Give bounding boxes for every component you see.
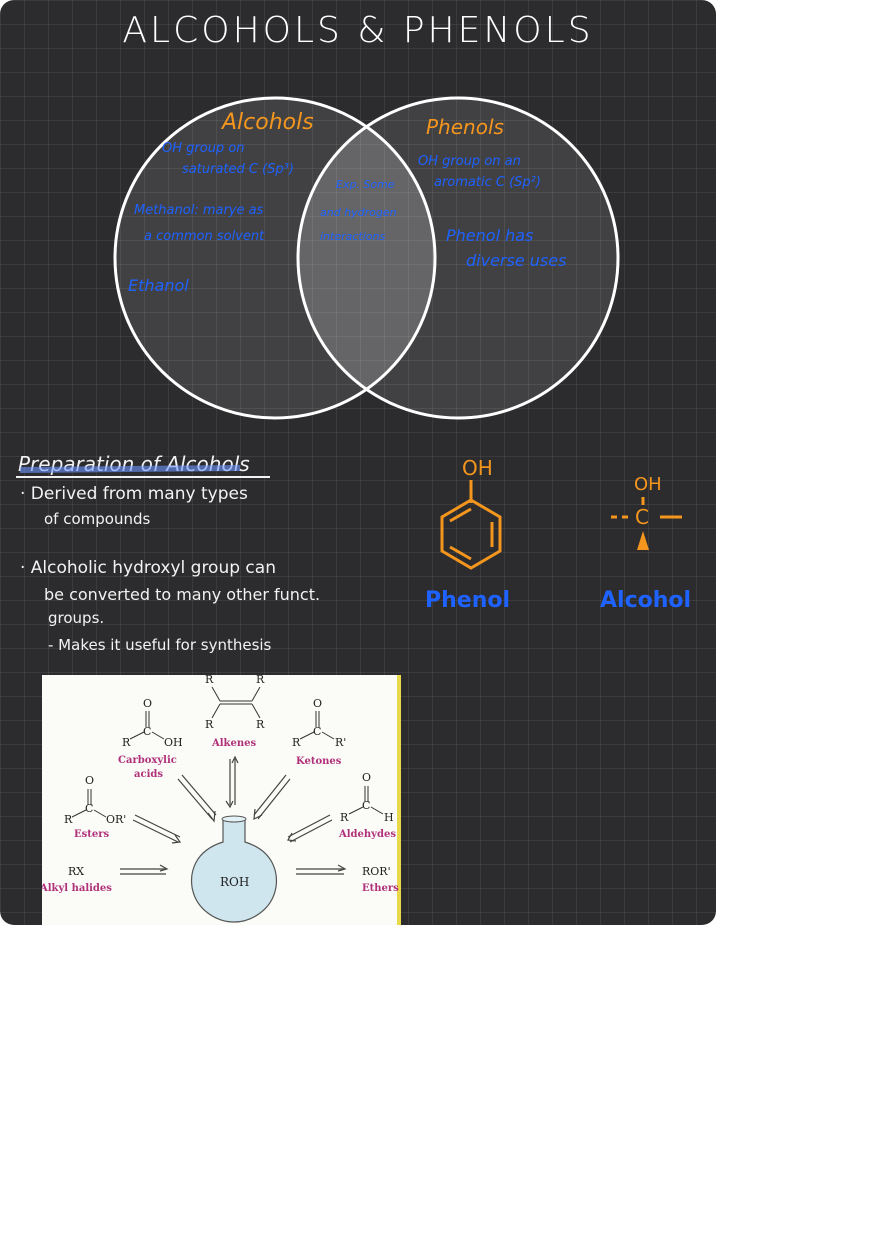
ester-or: OR' (106, 813, 127, 826)
alcohol-carbon: C (635, 505, 649, 529)
venn-overlap-item: Exp. Some (336, 178, 395, 191)
venn-right-item: OH group on an (418, 154, 521, 169)
venn-right-item: Phenol has (446, 226, 534, 245)
carboxylic-oh: OH (164, 736, 183, 749)
phenol-structure (440, 480, 502, 570)
ketone-r2: R' (335, 736, 347, 749)
ether-formula: ROR' (362, 865, 391, 878)
alkenes-label: Alkenes (212, 738, 257, 749)
venn-left-item: saturated C (Sp³) (182, 162, 294, 177)
reaction-scheme: ROH R R R R Alkenes O R C OH Carboxylic … (42, 675, 401, 925)
venn-left-item: a common solvent (144, 229, 265, 244)
alcohol-oh: OH (634, 474, 662, 495)
alkene-r: R (256, 675, 265, 686)
carboxylic-label: Carboxylic (118, 755, 177, 766)
aldehyde-h: H (384, 811, 394, 824)
venn-right-item: diverse uses (466, 251, 567, 270)
ester-o: O (85, 774, 95, 787)
venn-left-item: Methanol: marye as (134, 203, 264, 218)
aldehydes-label: Aldehydes (339, 829, 396, 840)
venn-right-title: Phenols (426, 115, 504, 139)
carboxylic-o: O (143, 697, 153, 710)
page-title: ALCOHOLS & PHENOLS (122, 10, 594, 51)
carboxylic-r: R (122, 736, 131, 749)
preparation-line: groups. (48, 609, 105, 627)
venn-left-circle (113, 96, 437, 420)
alkene-r: R (205, 718, 214, 731)
carboxylic-c: C (143, 725, 152, 738)
image-edge (397, 675, 401, 925)
alkyl-halide-formula: RX (68, 865, 85, 878)
alkene-r: R (205, 675, 214, 686)
aldehyde-o: O (362, 771, 372, 784)
venn-diagram (113, 96, 620, 420)
phenol-label: Phenol (425, 588, 511, 613)
aldehyde-c: C (362, 799, 371, 812)
venn-overlap-item: interactions (320, 230, 386, 243)
alkene-r: R (256, 718, 265, 731)
alkyl-halides-label: Alkyl halides (42, 883, 112, 894)
carboxylic-label: acids (134, 769, 163, 780)
preparation-line: · Derived from many types (20, 484, 248, 504)
preparation-line: of compounds (44, 510, 151, 528)
alcohol-structure (611, 497, 682, 550)
roh-formula: ROH (220, 875, 250, 889)
phenol-oh: OH (462, 456, 493, 480)
ester-c: C (85, 802, 94, 815)
venn-left-item: OH group on (162, 141, 245, 156)
ester-r: R (64, 813, 73, 826)
alcohol-label: Alcohol (600, 588, 692, 613)
venn-left-item: Ethanol (128, 276, 189, 295)
ketone-r: R (292, 736, 301, 749)
preparation-line: · Alcoholic hydroxyl group can (20, 558, 276, 578)
esters-label: Esters (74, 829, 110, 840)
reaction-scheme-drawing (71, 686, 384, 923)
ketone-c: C (313, 725, 322, 738)
venn-right-circle (296, 96, 620, 420)
venn-overlap-item: and hydrogen (320, 206, 397, 219)
heading-underline (16, 465, 270, 478)
venn-left-title: Alcohols (222, 110, 314, 135)
venn-overlap (298, 98, 435, 418)
ketones-label: Ketones (296, 756, 342, 767)
aldehyde-r: R (340, 811, 349, 824)
preparation-line: - Makes it useful for synthesis (48, 636, 272, 654)
venn-right-item: aromatic C (Sp²) (434, 175, 541, 190)
ethers-label: Ethers (362, 883, 399, 894)
notes-board: ALCOHOLS & PHENOLS Alcohols Phenols OH g… (0, 0, 716, 925)
ketone-o: O (313, 697, 323, 710)
preparation-line: be converted to many other funct. (44, 585, 321, 604)
roh-flask (190, 818, 278, 923)
